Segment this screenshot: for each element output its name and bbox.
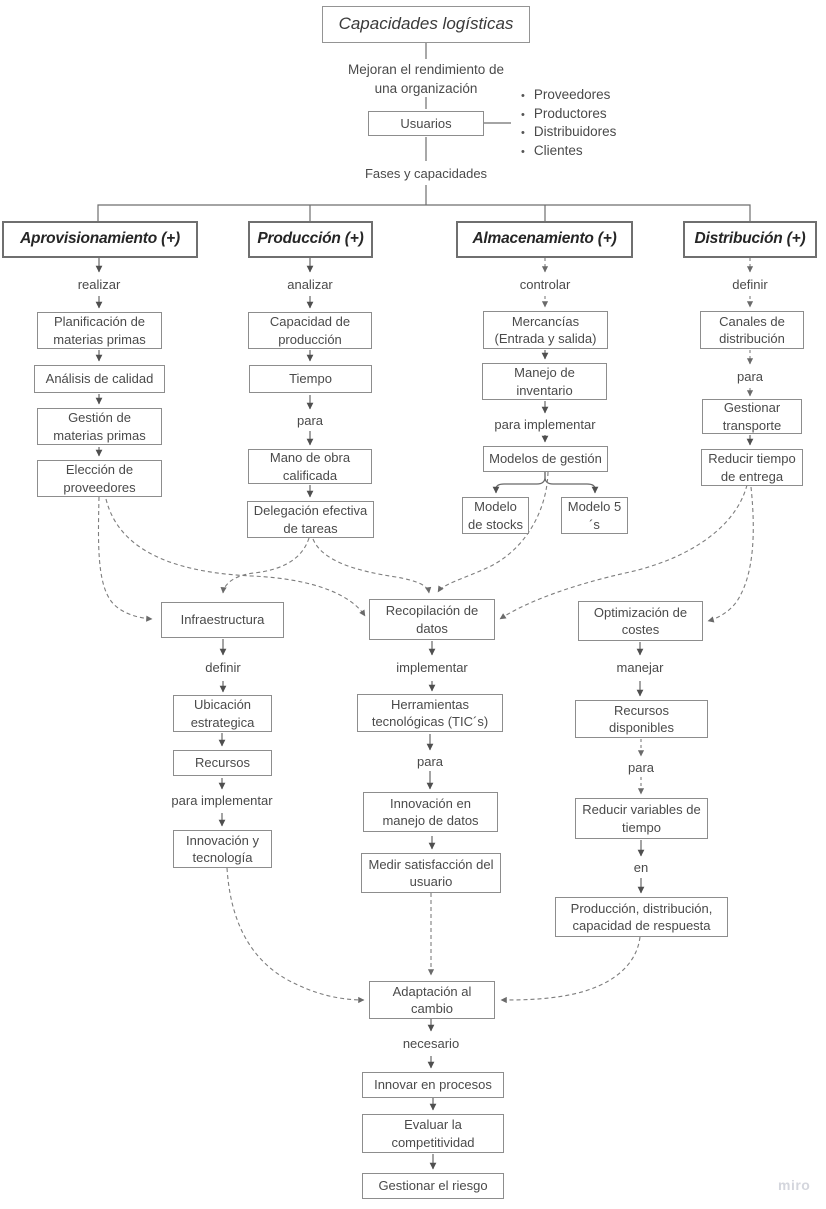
node-produccion-distribucion-respuesta[interactable]: Producción, distribución, capacidad de r… (555, 897, 728, 937)
edge-label-controlar[interactable]: controlar (519, 277, 571, 292)
node-manejo-inventario[interactable]: Manejo de inventario (482, 363, 607, 400)
node-header-produccion[interactable]: Producción (+) (248, 221, 373, 258)
node-eleccion-proveedores[interactable]: Elección de proveedores (37, 460, 162, 497)
edge-label-manejar[interactable]: manejar (616, 660, 664, 675)
dashed-cross-links (97, 471, 754, 1004)
node-infraestructura[interactable]: Infraestructura (161, 602, 284, 638)
edge-label-realizar[interactable]: realizar (77, 277, 121, 292)
node-mercancias[interactable]: Mercancías (Entrada y salida) (483, 311, 608, 349)
node-ubicacion-estrategica[interactable]: Ubicación estrategica (173, 695, 272, 732)
edge-label-para-recursos-disponibles[interactable]: para (627, 760, 655, 775)
dashed-flow-arrows (541, 258, 754, 795)
node-recursos[interactable]: Recursos (173, 750, 272, 776)
node-title[interactable]: Capacidades logísticas (322, 6, 530, 43)
node-innovacion-tecnologia[interactable]: Innovación y tecnología (173, 830, 272, 868)
node-usuarios[interactable]: Usuarios (368, 111, 484, 136)
edge-label-para-implementar-almacen[interactable]: para implementar (494, 417, 596, 432)
node-analisis-calidad[interactable]: Análisis de calidad (34, 365, 165, 393)
node-gestionar-transporte[interactable]: Gestionar transporte (702, 399, 802, 434)
node-gestionar-riesgo[interactable]: Gestionar el riesgo (362, 1173, 504, 1199)
node-recopilacion-datos[interactable]: Recopilación de datos (369, 599, 495, 640)
node-recursos-disponibles[interactable]: Recursos disponibles (575, 700, 708, 738)
link-delegacion-infraestructura (220, 537, 310, 594)
node-tiempo[interactable]: Tiempo (249, 365, 372, 393)
link-delegacion-recopilacion (312, 538, 432, 594)
node-innovar-procesos[interactable]: Innovar en procesos (362, 1072, 504, 1098)
edge-label-definir-infraestructura[interactable]: definir (205, 660, 241, 675)
bullet-icon: • (521, 145, 525, 158)
node-medir-satisfaccion[interactable]: Medir satisfacción del usuario (361, 853, 501, 893)
node-header-almacenamiento[interactable]: Almacenamiento (+) (456, 221, 633, 258)
list-item-label[interactable]: Productores (533, 105, 607, 121)
link-reducirtiempo-optimizacion (707, 486, 754, 623)
node-header-aprovisionamiento[interactable]: Aprovisionamiento (+) (2, 221, 198, 258)
node-canales-distribucion[interactable]: Canales de distribución (700, 311, 804, 349)
node-adaptacion-cambio[interactable]: Adaptación al cambio (369, 981, 495, 1019)
link-producciondist-adaptacion (500, 936, 641, 1004)
list-item-label[interactable]: Distribuidores (533, 124, 617, 140)
node-header-distribucion[interactable]: Distribución (+) (683, 221, 817, 258)
list-item: • Clientes (521, 143, 616, 162)
list-item-label[interactable]: Proveedores (533, 87, 611, 102)
phases-label[interactable]: Fases y capacidades (364, 166, 488, 181)
node-optimizacion-costes[interactable]: Optimización de costes (578, 601, 703, 641)
node-modelos-gestion[interactable]: Modelos de gestión (483, 446, 608, 472)
node-mano-obra[interactable]: Mano de obra calificada (248, 449, 372, 484)
edge-label-necesario[interactable]: necesario (402, 1036, 460, 1051)
node-herramientas-tecnologicas[interactable]: Herramientas tecnológicas (TIC´s) (357, 694, 503, 732)
edge-label-para-implementar-recursos[interactable]: para implementar (171, 793, 273, 808)
edge-label-para-produccion[interactable]: para (296, 413, 324, 428)
node-capacidad-produccion[interactable]: Capacidad de producción (248, 312, 372, 349)
node-gestion-materias-primas[interactable]: Gestión de materias primas (37, 408, 162, 445)
list-item-label[interactable]: Clientes (533, 142, 583, 158)
users-list: • Proveedores • Productores • Distribuidore… (521, 87, 616, 161)
tree-lines (97, 43, 751, 221)
list-item: • Distribuidores (521, 124, 616, 143)
edge-label-definir-distribucion[interactable]: definir (732, 277, 768, 292)
node-modelo-5s[interactable]: Modelo 5´s (561, 497, 628, 534)
link-innovaciontec-adaptacion (226, 867, 365, 1004)
edge-label-en[interactable]: en (633, 860, 649, 875)
node-delegacion[interactable]: Delegación efectiva de tareas (247, 501, 374, 538)
link-eleccion-infraestructura (97, 496, 153, 622)
edge-label-analizar[interactable]: analizar (287, 277, 333, 292)
intro-text[interactable]: Mejoran el rendimiento de una organizaci… (347, 62, 505, 96)
miro-watermark: miro (778, 1177, 811, 1193)
edge-label-para-distribucion[interactable]: para (736, 369, 764, 384)
node-reducir-variables-tiempo[interactable]: Reducir variables de tiempo (575, 798, 708, 839)
flow-arrows (95, 258, 754, 1170)
list-item: • Productores (521, 106, 616, 125)
bullet-icon: • (521, 90, 525, 102)
node-modelo-stocks[interactable]: Modelo de stocks (462, 497, 529, 534)
node-innovacion-manejo-datos[interactable]: Innovación en manejo de datos (363, 792, 498, 832)
link-eleccion-recopilacion (105, 498, 366, 617)
bullet-icon: • (521, 127, 525, 140)
node-evaluar-competitividad[interactable]: Evaluar la competitividad (362, 1114, 504, 1153)
bullet-icon: • (521, 108, 525, 121)
link-modelos-recopilacion (437, 471, 549, 593)
edge-label-para-tic[interactable]: para (416, 754, 444, 769)
node-reducir-tiempo-entrega[interactable]: Reducir tiempo de entrega (701, 449, 803, 486)
edge-label-implementar[interactable]: implementar (396, 660, 468, 675)
node-planificacion[interactable]: Planificación de materias primas (37, 312, 162, 349)
list-item: • Proveedores (521, 87, 616, 106)
